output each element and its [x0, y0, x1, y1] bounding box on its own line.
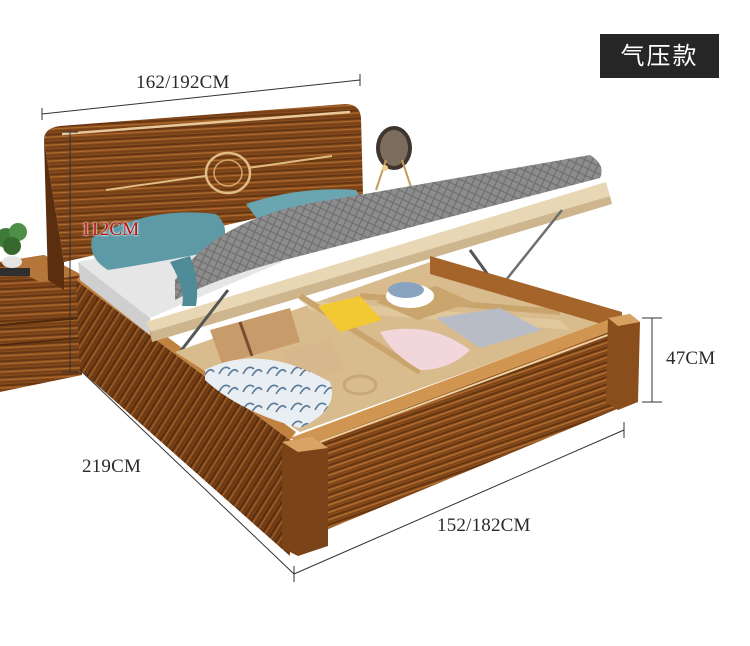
bed-height-label: 112CM	[81, 219, 140, 240]
footboard	[282, 314, 640, 556]
headboard-width-label: 162/192CM	[136, 72, 230, 93]
far-side-rail	[430, 256, 622, 330]
lifted-bed-board	[146, 155, 612, 342]
frame-width-label: 152/182CM	[437, 515, 531, 536]
table-lamp	[375, 126, 413, 191]
dimension-lines	[41, 74, 662, 582]
storage-compartment	[175, 262, 610, 432]
gas-lift-model-badge: 气压款	[600, 34, 719, 78]
side-height-label: 47CM	[666, 348, 716, 369]
bed-length-label: 219CM	[82, 456, 142, 477]
headboard	[44, 104, 363, 290]
